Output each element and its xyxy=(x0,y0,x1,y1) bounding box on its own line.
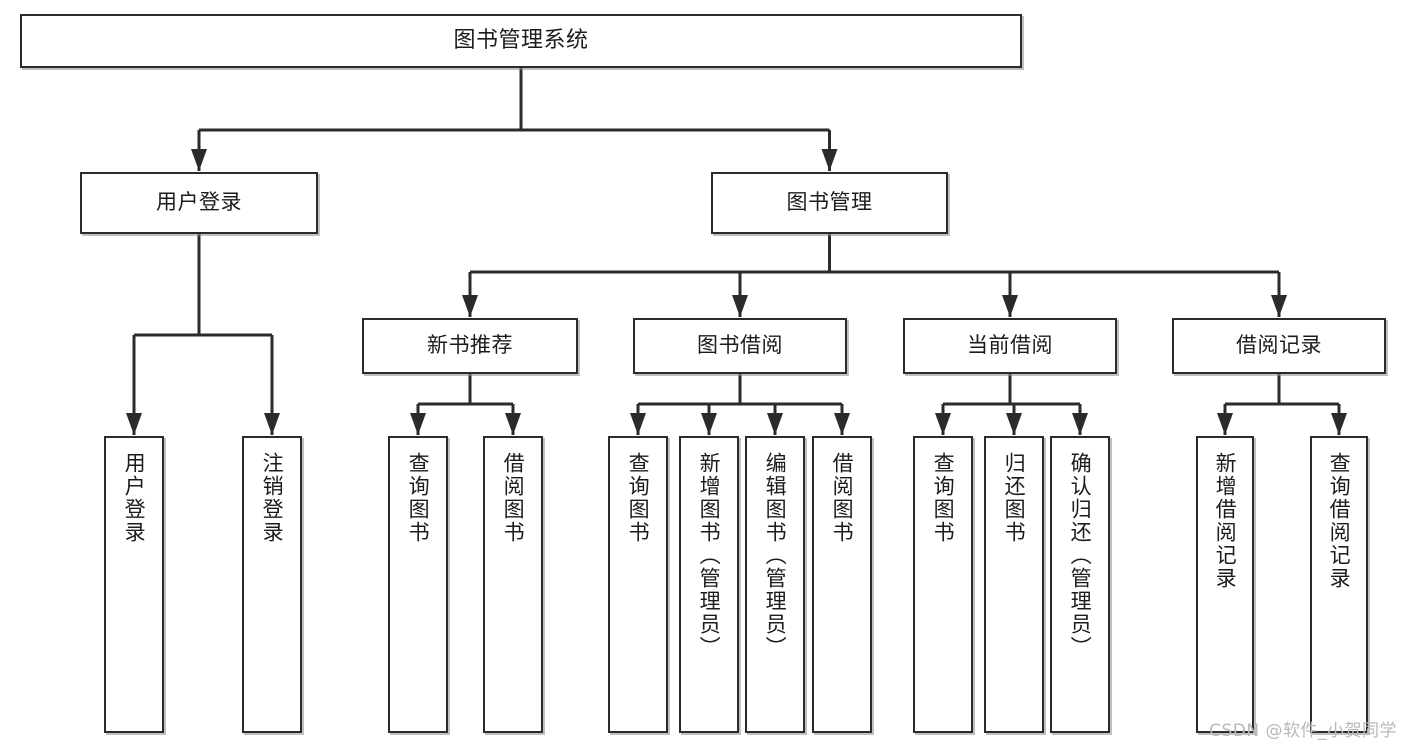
node-root-system[interactable]: 图书管理系统 xyxy=(20,14,1022,68)
leaf-user-login[interactable]: 用户登录 xyxy=(104,436,164,733)
node-book-management[interactable]: 图书管理 xyxy=(711,172,948,234)
arrow-head-leaf_user_login xyxy=(126,413,142,435)
node-label: 借阅记录 xyxy=(1236,333,1322,358)
node-new-book-recommend[interactable]: 新书推荐 xyxy=(362,318,578,374)
arrow-head-leaf_confirm_return xyxy=(1072,413,1088,435)
node-label: 注销登录 xyxy=(260,452,285,544)
arrow-head-current xyxy=(1002,295,1018,317)
arrow-head-leaf_edit_book xyxy=(767,413,783,435)
arrow-head-leaf_add_book xyxy=(701,413,717,435)
node-label: 当前借阅 xyxy=(967,333,1053,358)
arrow-head-book_mgmt xyxy=(821,149,838,171)
node-label: 借阅图书 xyxy=(501,452,526,544)
leaf-query-book-2[interactable]: 查询图书 xyxy=(608,436,668,733)
arrow-head-login xyxy=(191,149,207,171)
leaf-add-borrow-record[interactable]: 新增借阅记录 xyxy=(1196,436,1254,733)
arrow-head-leaf_borrow_book_2 xyxy=(834,413,850,435)
leaf-add-book-admin[interactable]: 新增图书（管理员） xyxy=(679,436,739,733)
node-user-login[interactable]: 用户登录 xyxy=(80,172,318,234)
node-label: 查询图书 xyxy=(626,452,651,544)
node-label: 借阅图书 xyxy=(830,452,855,544)
node-label: 查询借阅记录 xyxy=(1327,452,1352,590)
node-label: 查询图书 xyxy=(931,452,956,544)
leaf-borrow-book-1[interactable]: 借阅图书 xyxy=(483,436,543,733)
leaf-edit-book-admin[interactable]: 编辑图书（管理员） xyxy=(745,436,805,733)
node-label: 新书推荐 xyxy=(427,333,513,358)
leaf-confirm-return-admin[interactable]: 确认归还（管理员） xyxy=(1050,436,1110,733)
arrow-head-leaf_query_record xyxy=(1331,413,1347,435)
arrow-head-records xyxy=(1271,295,1287,317)
arrow-head-leaf_query_book_3 xyxy=(935,413,951,435)
node-label: 图书管理 xyxy=(786,190,873,215)
node-label: 用户登录 xyxy=(156,190,242,215)
arrow-head-leaf_return_book xyxy=(1006,413,1022,435)
node-borrow-records[interactable]: 借阅记录 xyxy=(1172,318,1386,374)
arrow-head-borrow xyxy=(732,295,748,317)
node-label: 用户登录 xyxy=(122,452,147,544)
leaf-logout[interactable]: 注销登录 xyxy=(242,436,302,733)
arrow-head-leaf_add_record xyxy=(1217,413,1233,435)
node-label: 编辑图书（管理员） xyxy=(763,452,788,659)
node-current-borrow[interactable]: 当前借阅 xyxy=(903,318,1117,374)
watermark: CSDN @软件_小贺同学 xyxy=(1209,721,1397,741)
node-book-borrow[interactable]: 图书借阅 xyxy=(633,318,847,374)
node-label: 图书借阅 xyxy=(697,333,783,358)
arrow-head-leaf_logout xyxy=(264,413,280,435)
leaf-borrow-book-2[interactable]: 借阅图书 xyxy=(812,436,872,733)
node-label: 确认归还（管理员） xyxy=(1068,452,1093,659)
arrow-head-leaf_query_book_2 xyxy=(630,413,646,435)
leaf-query-book-3[interactable]: 查询图书 xyxy=(913,436,973,733)
leaf-query-borrow-record[interactable]: 查询借阅记录 xyxy=(1310,436,1368,733)
arrow-head-leaf_borrow_book_1 xyxy=(505,413,521,435)
node-label: 新增借阅记录 xyxy=(1213,452,1238,590)
leaf-query-book-1[interactable]: 查询图书 xyxy=(388,436,448,733)
node-label: 查询图书 xyxy=(406,452,431,544)
arrow-head-leaf_query_book_1 xyxy=(410,413,426,435)
node-label: 归还图书 xyxy=(1002,452,1027,544)
node-label: 图书管理系统 xyxy=(453,27,589,53)
leaf-return-book[interactable]: 归还图书 xyxy=(984,436,1044,733)
arrow-head-new_rec xyxy=(462,295,478,317)
node-label: 新增图书（管理员） xyxy=(697,452,722,659)
